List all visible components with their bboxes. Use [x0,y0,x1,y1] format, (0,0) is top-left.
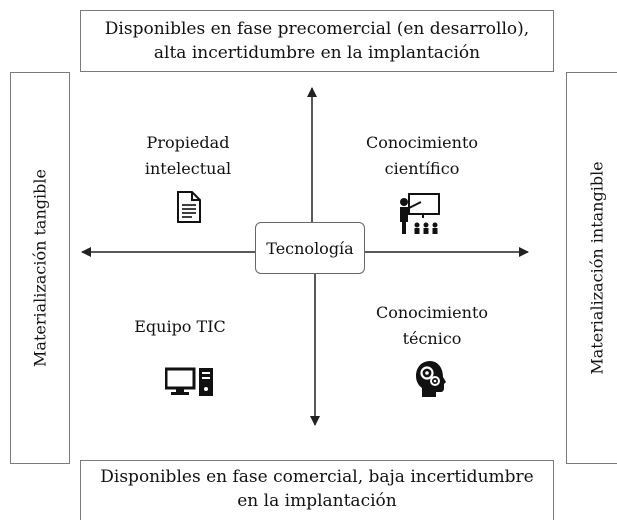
left-axis-label: Materialización tangible [30,169,50,367]
label-top-right: Conocimiento científico [352,130,492,182]
top-right-line-2: científico [384,159,460,178]
bottom-right-line-2: técnico [402,329,462,348]
computer-icon [165,367,213,396]
right-axis-label: Materialización intangible [587,161,607,375]
right-box-intangible: Materialización intangible [566,72,617,464]
presentation-icon [400,193,440,234]
bottom-box-line-2: en la implantación [237,491,397,511]
left-box-tangible: Materialización tangible [10,72,70,464]
top-right-line-1: Conocimiento [365,133,478,152]
top-box-line-1: Disponibles en fase precomercial (en des… [104,19,530,39]
bottom-left-line-1: Equipo TIC [134,317,226,336]
center-technology-box: Tecnología [255,222,365,274]
top-left-line-2: intelectual [144,159,232,178]
top-box-precommercial: Disponibles en fase precomercial (en des… [80,10,554,72]
label-bottom-right: Conocimiento técnico [362,300,502,352]
center-label: Tecnología [266,238,354,258]
document-icon [177,191,201,223]
bottom-right-line-1: Conocimiento [375,303,488,322]
head-gears-icon [416,361,446,397]
top-box-line-2: alta incertidumbre en la implantación [153,43,481,63]
label-top-left: Propiedad intelectual [128,130,248,182]
label-bottom-left: Equipo TIC [115,314,245,340]
bottom-box-commercial: Disponibles en fase comercial, baja ince… [80,460,554,520]
bottom-box-line-1: Disponibles en fase comercial, baja ince… [100,467,534,487]
top-left-line-1: Propiedad [146,133,230,152]
